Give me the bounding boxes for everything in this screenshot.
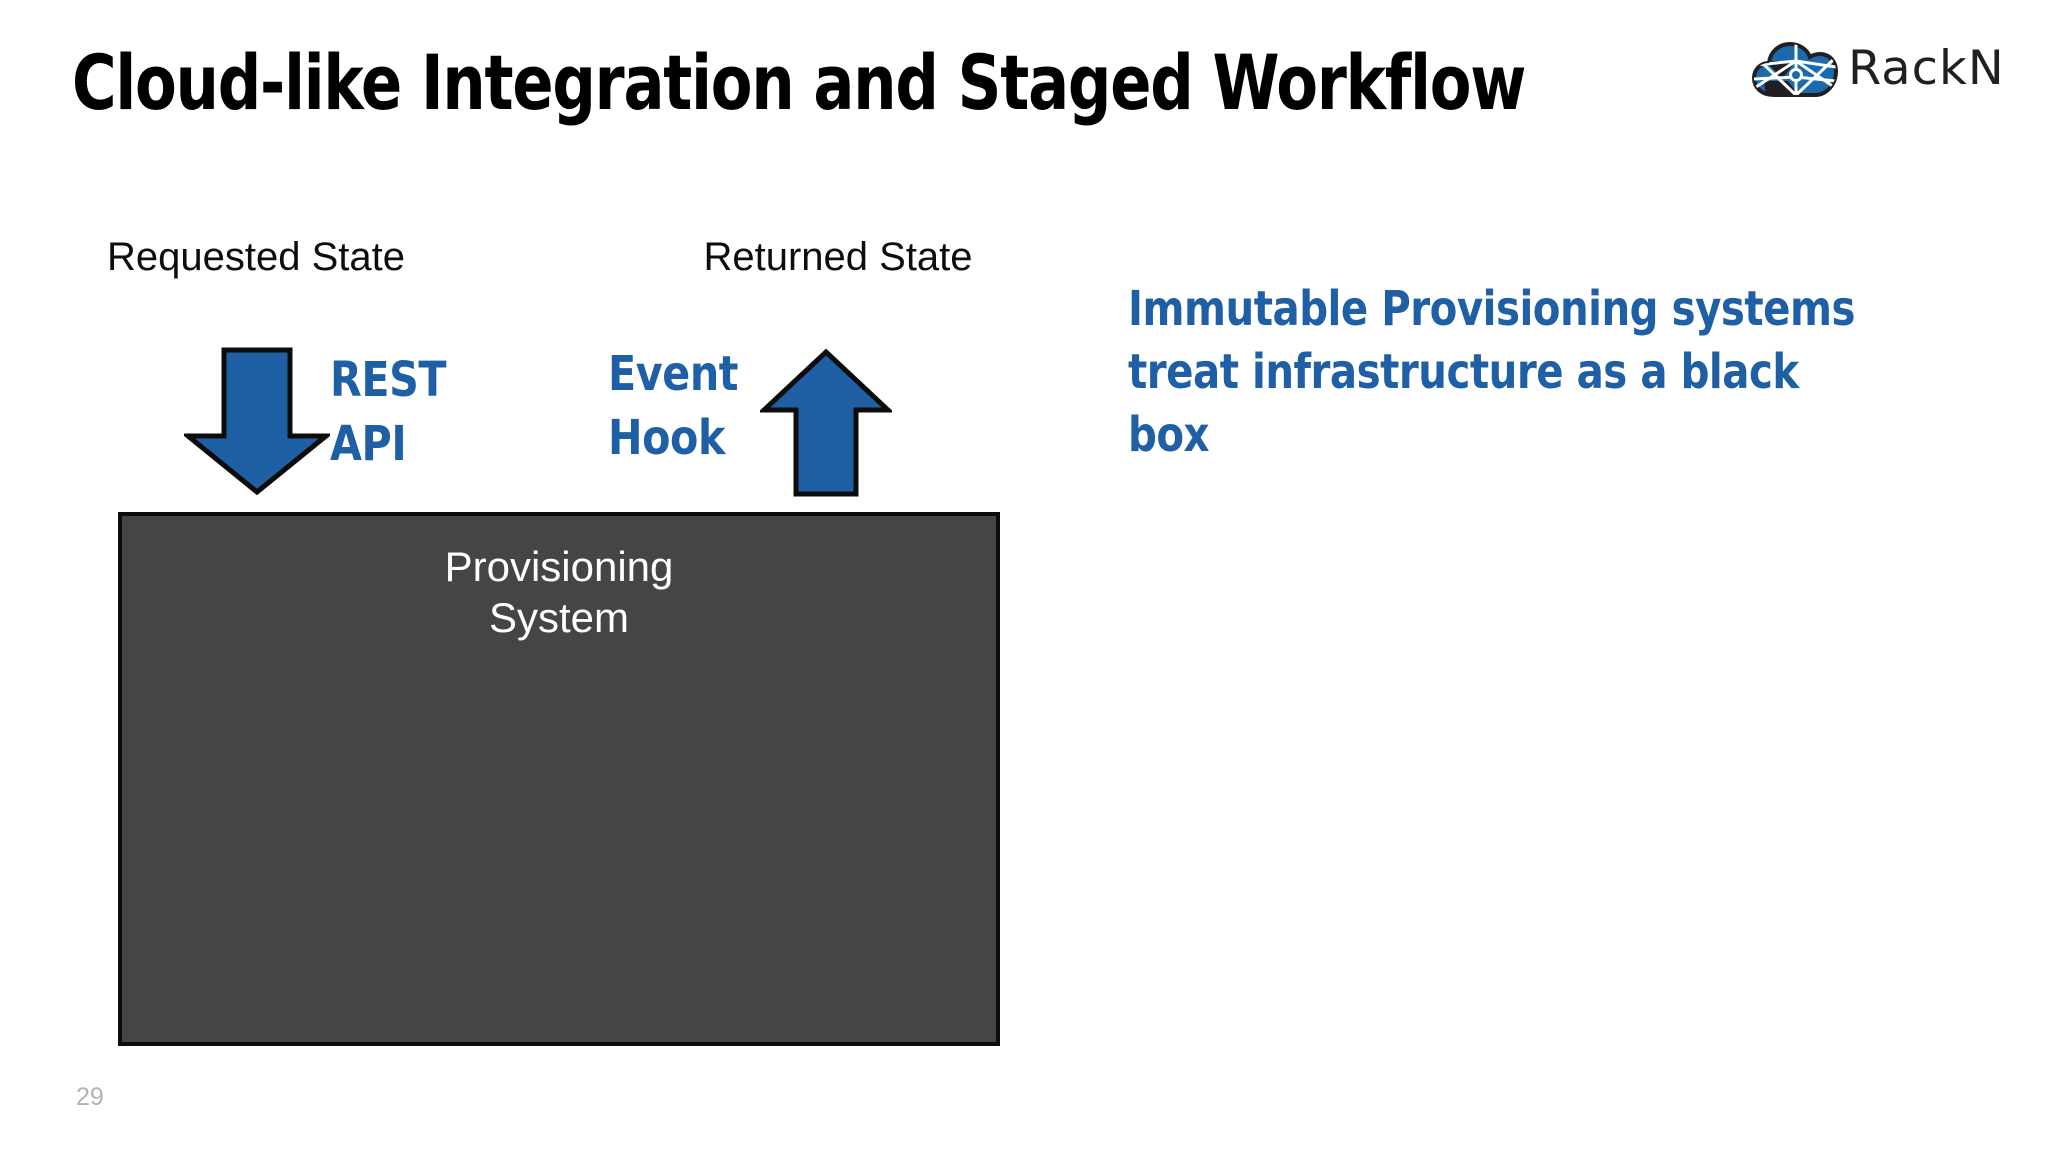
page-number: 29 [76,1083,104,1111]
returned-state-caption: Returned State [703,235,973,279]
rest-api-label: REST API [330,352,447,472]
event-hook-label: Event Hook [608,346,739,466]
rackn-logo: RackN [1751,30,2022,106]
provisioning-system-box: Provisioning System [118,512,1000,1046]
arrow-down-icon [180,346,334,496]
callout-text: Immutable Provisioning systems treat inf… [1128,281,1855,463]
requested-state-caption: Requested State [107,235,405,279]
arrow-up-icon [757,348,895,498]
rackn-wordmark: RackN [1848,40,2005,96]
rackn-cloud-icon [1751,37,1839,99]
provisioning-system-label: Provisioning System [444,543,674,641]
page-title: Cloud-like Integration and Staged Workfl… [72,38,1526,127]
